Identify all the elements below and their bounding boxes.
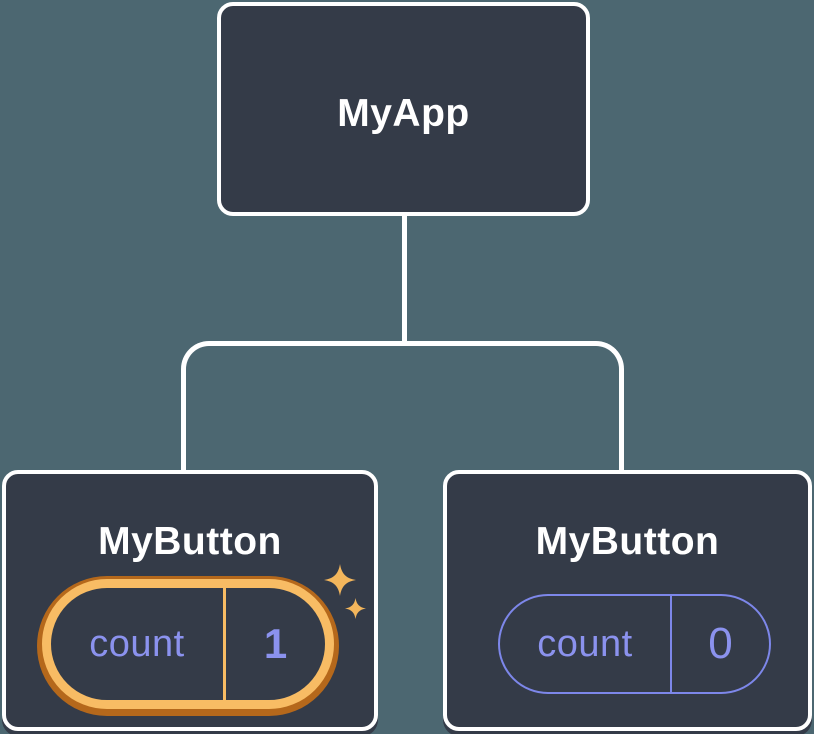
tree-node-mybutton-left: MyButton count 1: [2, 470, 378, 731]
node-title-mybutton-left: MyButton: [98, 520, 282, 563]
state-value: 1: [263, 620, 288, 667]
state-value: 0: [708, 619, 733, 668]
sparkle-icon: [324, 564, 356, 596]
node-title-mybutton-right: MyButton: [535, 520, 720, 563]
sparkle-icon: [345, 598, 366, 619]
tree-node-myapp: MyApp: [217, 2, 590, 216]
state-pill-highlighted: count 1: [42, 579, 334, 709]
node-title-myapp: MyApp: [337, 92, 470, 135]
state-key-label: count: [89, 622, 185, 665]
tree-node-mybutton-right: MyButton count 0: [443, 470, 812, 731]
connector-stem: [402, 212, 407, 344]
state-key-label: count: [537, 622, 633, 665]
pill-divider: [223, 588, 226, 700]
connector-branch-bracket: [181, 341, 624, 474]
state-pill: count 0: [498, 594, 771, 694]
pill-divider: [670, 596, 672, 692]
